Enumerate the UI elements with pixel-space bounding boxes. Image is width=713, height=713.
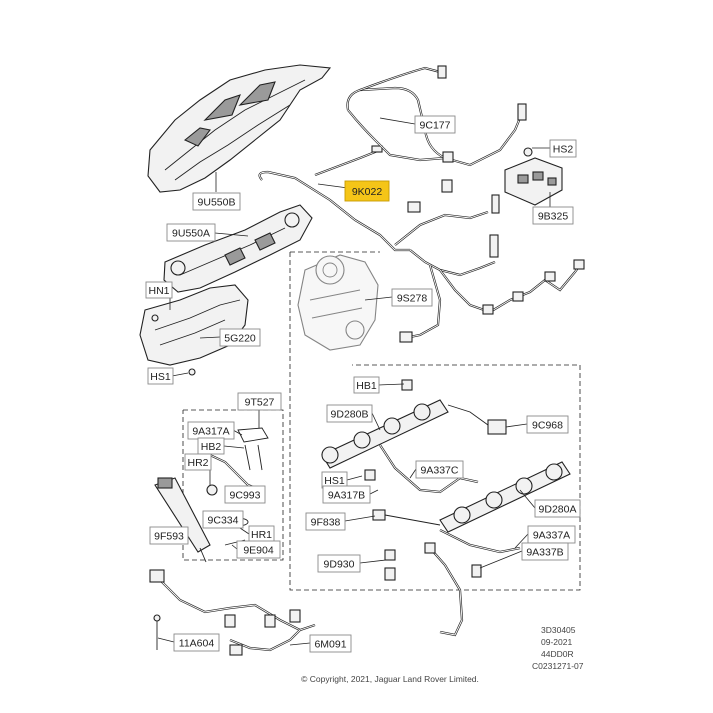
label-9A337B[interactable]: 9A337B bbox=[521, 542, 569, 561]
svg-text:9A317A: 9A317A bbox=[192, 426, 229, 438]
label-11A604[interactable]: 11A604 bbox=[173, 633, 220, 652]
ref-line-3: 44DD0R bbox=[541, 649, 574, 659]
intake-cover-part bbox=[163, 204, 313, 293]
svg-text:9T527: 9T527 bbox=[245, 397, 275, 409]
svg-text:HS1: HS1 bbox=[150, 371, 171, 383]
label-HB1[interactable]: HB1 bbox=[353, 376, 380, 394]
svg-text:9C993: 9C993 bbox=[230, 490, 261, 502]
part-labels: 9U550B 9K022 9C177 HS2 9B325 9U550A HN1 … bbox=[145, 115, 581, 653]
copyright-notice: © Copyright, 2021, Jaguar Land Rover Lim… bbox=[301, 674, 479, 684]
svg-text:9F838: 9F838 bbox=[311, 517, 341, 529]
svg-text:9A337B: 9A337B bbox=[526, 547, 563, 559]
label-9D280B[interactable]: 9D280B bbox=[326, 404, 373, 423]
fuel-rail-a-part bbox=[364, 444, 571, 533]
label-9U550B[interactable]: 9U550B bbox=[192, 192, 241, 211]
label-9A337C[interactable]: 9A337C bbox=[415, 460, 464, 479]
label-9C177[interactable]: 9C177 bbox=[414, 115, 456, 134]
svg-text:11A604: 11A604 bbox=[179, 638, 215, 650]
svg-text:9U550B: 9U550B bbox=[198, 197, 236, 209]
svg-text:HR2: HR2 bbox=[187, 457, 208, 469]
label-HN1[interactable]: HN1 bbox=[145, 281, 173, 299]
fuel-pump-part bbox=[297, 254, 379, 351]
label-9S278[interactable]: 9S278 bbox=[391, 288, 433, 307]
label-HS1-upper[interactable]: HS1 bbox=[147, 367, 174, 385]
svg-text:9D930: 9D930 bbox=[324, 559, 355, 571]
label-9E904[interactable]: 9E904 bbox=[236, 540, 281, 559]
ref-line-2: 09-2021 bbox=[541, 637, 572, 647]
label-9D280A[interactable]: 9D280A bbox=[534, 499, 581, 518]
label-9A317A[interactable]: 9A317A bbox=[187, 421, 235, 440]
svg-text:9F593: 9F593 bbox=[154, 531, 184, 543]
svg-text:HR1: HR1 bbox=[251, 529, 272, 541]
svg-text:HS1: HS1 bbox=[324, 475, 345, 487]
svg-text:9C968: 9C968 bbox=[532, 420, 563, 432]
wiring-harness-part bbox=[149, 569, 316, 656]
fuel-sensor-bracket-part bbox=[504, 147, 563, 206]
label-9F838[interactable]: 9F838 bbox=[305, 512, 346, 531]
svg-text:9B325: 9B325 bbox=[538, 211, 569, 223]
label-HR2[interactable]: HR2 bbox=[184, 453, 212, 471]
label-9T527[interactable]: 9T527 bbox=[237, 392, 282, 411]
svg-text:HN1: HN1 bbox=[148, 285, 169, 297]
label-HS1-lower[interactable]: HS1 bbox=[321, 471, 348, 489]
svg-text:9A317B: 9A317B bbox=[328, 490, 365, 502]
label-9C334[interactable]: 9C334 bbox=[202, 510, 244, 529]
svg-text:9C177: 9C177 bbox=[420, 120, 451, 132]
label-9B325[interactable]: 9B325 bbox=[532, 206, 574, 225]
label-HB2[interactable]: HB2 bbox=[197, 437, 225, 455]
svg-text:6M091: 6M091 bbox=[314, 639, 346, 651]
label-9F593[interactable]: 9F593 bbox=[149, 526, 189, 545]
reference-codes: 3D30405 09-2021 44DD0R C0231271-07 bbox=[532, 625, 584, 671]
svg-text:HB1: HB1 bbox=[356, 380, 377, 392]
high-pressure-tube-part bbox=[258, 145, 410, 252]
svg-text:9K022: 9K022 bbox=[352, 186, 383, 198]
label-9K022-highlighted[interactable]: 9K022 bbox=[344, 180, 390, 202]
ref-line-1: 3D30405 bbox=[541, 625, 576, 635]
ref-line-4: C0231271-07 bbox=[532, 661, 584, 671]
svg-text:9U550A: 9U550A bbox=[172, 228, 210, 240]
lower-fuel-pipes-part bbox=[384, 529, 521, 637]
svg-text:9E904: 9E904 bbox=[243, 545, 274, 557]
svg-text:9A337C: 9A337C bbox=[421, 465, 459, 477]
svg-text:HS2: HS2 bbox=[553, 144, 574, 156]
label-5G220[interactable]: 5G220 bbox=[219, 328, 261, 347]
svg-text:9C334: 9C334 bbox=[208, 515, 239, 527]
fuel-line-part bbox=[394, 194, 585, 343]
label-9A337A[interactable]: 9A337A bbox=[527, 525, 576, 544]
label-HS2[interactable]: HS2 bbox=[549, 139, 577, 158]
label-9U550A[interactable]: 9U550A bbox=[166, 223, 216, 242]
svg-text:9S278: 9S278 bbox=[397, 293, 428, 305]
svg-text:9A337A: 9A337A bbox=[533, 530, 570, 542]
svg-text:9D280A: 9D280A bbox=[539, 504, 577, 516]
label-HR1[interactable]: HR1 bbox=[248, 525, 275, 543]
svg-text:HB2: HB2 bbox=[201, 441, 222, 453]
label-9C968[interactable]: 9C968 bbox=[526, 415, 569, 434]
svg-text:9D280B: 9D280B bbox=[331, 409, 369, 421]
engine-cover-part bbox=[147, 64, 332, 193]
svg-text:5G220: 5G220 bbox=[224, 333, 256, 345]
label-6M091[interactable]: 6M091 bbox=[309, 634, 352, 653]
return-hose-part bbox=[346, 65, 527, 193]
label-9C993[interactable]: 9C993 bbox=[224, 485, 266, 504]
injector-part bbox=[154, 477, 211, 563]
label-9D930[interactable]: 9D930 bbox=[317, 554, 361, 573]
label-9A317B[interactable]: 9A317B bbox=[322, 485, 371, 504]
fuel-rail-b-part bbox=[321, 379, 507, 469]
